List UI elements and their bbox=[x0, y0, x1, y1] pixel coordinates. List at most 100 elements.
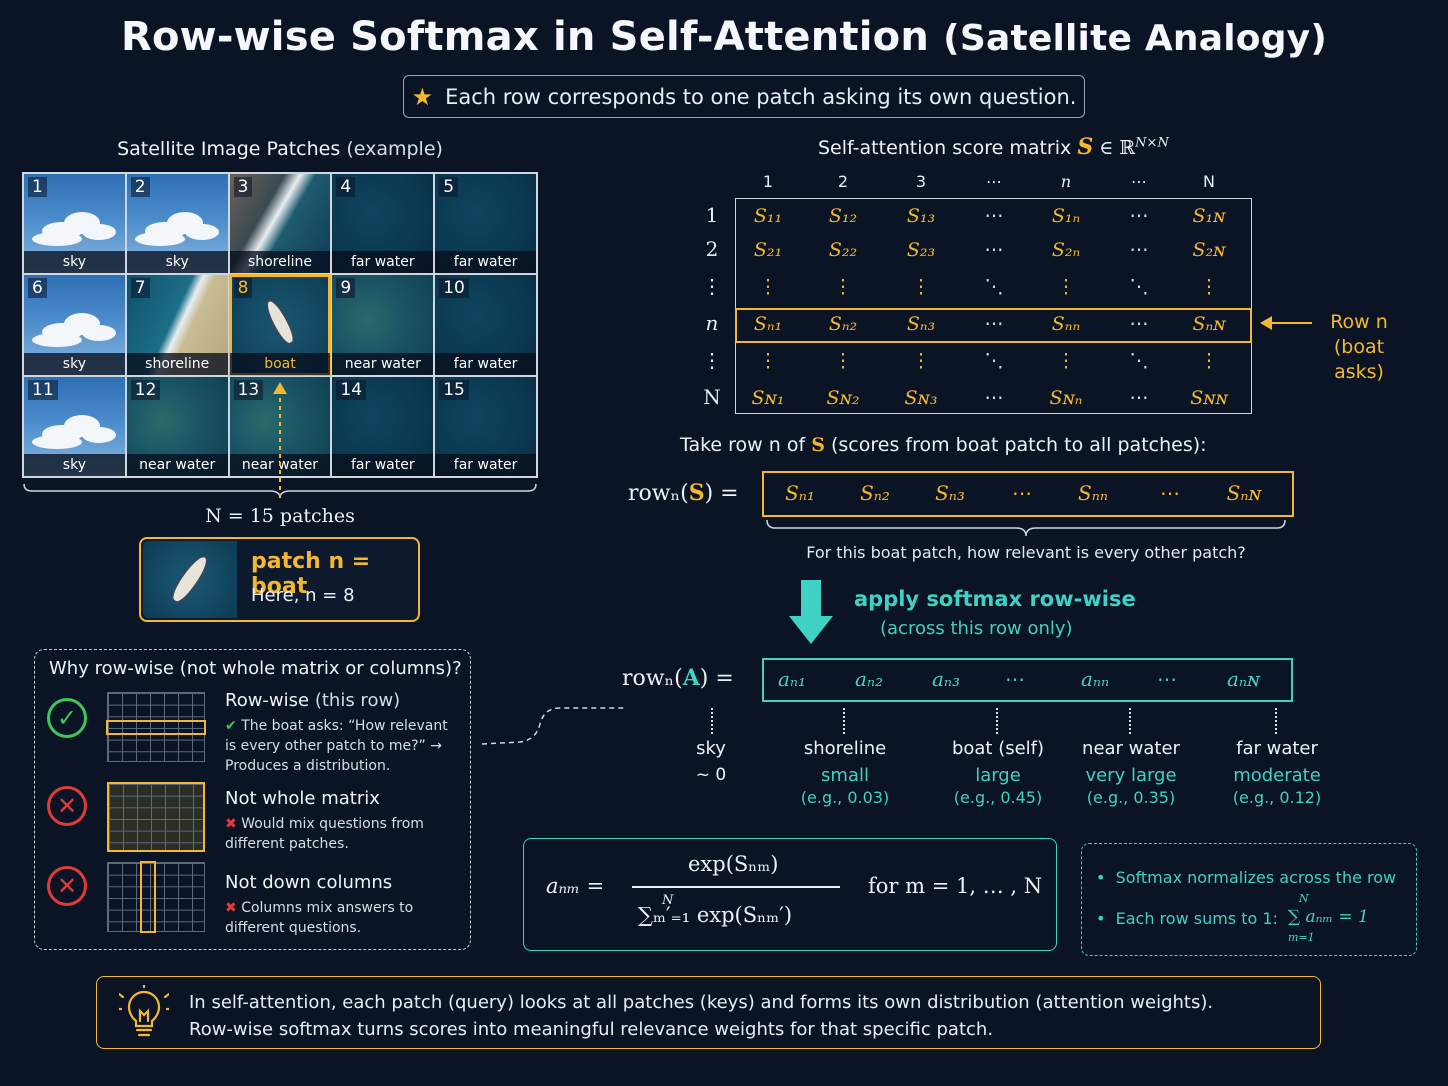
page-title: Row-wise Softmax in Self-Attention (Sate… bbox=[0, 14, 1448, 60]
outcome-pointer bbox=[843, 708, 845, 734]
row-n-label: Row n (boat asks) bbox=[1306, 310, 1412, 385]
row-n-label-2: (boat asks) bbox=[1333, 336, 1385, 383]
outcome-example: (e.g., 0.03) bbox=[800, 788, 890, 807]
row-n-label-1: Row n bbox=[1330, 311, 1388, 333]
matrix-cell: ⋮ bbox=[1056, 276, 1076, 298]
matrix-cell: ⋮ bbox=[1199, 350, 1219, 372]
outcome-example: (e.g., 0.35) bbox=[1086, 788, 1176, 807]
row-a-cell: aₙɴ bbox=[1227, 667, 1260, 691]
matrix-cell: S₂₂ bbox=[828, 239, 858, 261]
patch-label: sky bbox=[24, 454, 125, 476]
matrix-domain: ∈ ℝ bbox=[1099, 137, 1136, 159]
matrix-cell: S₁₂ bbox=[828, 205, 858, 227]
matrix-cell: Sₙɴ bbox=[1192, 313, 1226, 335]
patch-number: 14 bbox=[336, 379, 367, 400]
patch-number: 11 bbox=[28, 379, 58, 400]
matrix-cell: ⋮ bbox=[1056, 350, 1076, 372]
row-s-cell: Sₙ₃ bbox=[935, 481, 965, 505]
whole-matrix-mini-grid bbox=[107, 782, 205, 852]
patch-label: near water bbox=[126, 454, 228, 476]
row-s-cell: Sₙ₂ bbox=[860, 481, 890, 505]
formula-lhs: aₙₘ = bbox=[546, 874, 605, 898]
row-s-prefix: rowₙ( bbox=[628, 481, 689, 506]
row-s-suffix: ) = bbox=[704, 481, 739, 506]
row-s-symbol: S bbox=[688, 480, 705, 506]
cross-circle-icon: ✕ bbox=[47, 866, 87, 906]
patch-label: far water bbox=[435, 352, 536, 375]
row-a-vector bbox=[762, 658, 1293, 702]
matrix-cell: S₁ₙ bbox=[1051, 205, 1081, 227]
matrix-cell: ⋮ bbox=[758, 350, 778, 372]
patch-number: 12 bbox=[130, 379, 161, 400]
boat-icon bbox=[166, 550, 214, 608]
patches-title-note: (example) bbox=[346, 138, 443, 160]
outcome-pointer bbox=[1129, 708, 1131, 734]
matrix-cell: Sɴ₁ bbox=[751, 387, 785, 409]
outcome-example: (e.g., 0.45) bbox=[953, 788, 1043, 807]
title-paren: (Satellite Analogy) bbox=[943, 18, 1327, 59]
patch-label: near water bbox=[332, 352, 434, 375]
patch-tile: 12 near water bbox=[125, 375, 229, 477]
outcome-name: boat (self) bbox=[951, 738, 1045, 759]
patch-label: sky bbox=[24, 251, 125, 274]
matrix-cell: ⋯ bbox=[1129, 313, 1149, 335]
why-option-columns-note: ✖ Columns mix answers to different quest… bbox=[225, 898, 461, 938]
row-s-cell: ⋯ bbox=[1012, 481, 1032, 505]
patch-label: shoreline bbox=[126, 352, 228, 375]
row-highlight bbox=[106, 720, 206, 735]
boat-pointer-arrow bbox=[273, 382, 287, 498]
matrix-col-header: ⋯ bbox=[986, 172, 1002, 191]
matrix-cell: ⋱ bbox=[984, 350, 1004, 372]
patch-label: boat bbox=[229, 352, 331, 375]
patch-number: 15 bbox=[439, 379, 469, 400]
row-n-highlight bbox=[735, 308, 1252, 343]
matrix-cell: ⋱ bbox=[984, 276, 1004, 298]
matrix-row-header: ⋮ bbox=[702, 274, 722, 298]
grid-brace bbox=[23, 484, 537, 498]
why-connector bbox=[481, 707, 626, 745]
boat-thumbnail bbox=[143, 541, 237, 618]
matrix-cell: S₂ɴ bbox=[1192, 239, 1226, 261]
summary-text: In self-attention, each patch (query) lo… bbox=[189, 989, 1213, 1043]
matrix-cell: S₁ɴ bbox=[1192, 205, 1226, 227]
matrix-cell: ⋯ bbox=[984, 313, 1004, 335]
row-s-cell: Sₙₙ bbox=[1078, 481, 1108, 505]
why-option-whole-head: Not whole matrix bbox=[225, 788, 380, 809]
matrix-title: Self-attention score matrix S ∈ ℝN×N bbox=[818, 134, 1169, 160]
matrix-cell: ⋮ bbox=[911, 276, 931, 298]
cloud-shape bbox=[82, 325, 116, 342]
outcome-value: very large bbox=[1085, 765, 1177, 786]
patch-number: 9 bbox=[336, 278, 356, 299]
patch-label: sky bbox=[126, 251, 228, 274]
take-suffix: (scores from boat patch to all patches): bbox=[830, 434, 1207, 456]
outcome-value: small bbox=[821, 765, 869, 786]
star-icon: ★ bbox=[411, 82, 434, 111]
row-s-cell: Sₙɴ bbox=[1226, 481, 1262, 505]
cloud-shape bbox=[184, 224, 219, 240]
matrix-cell: Sₙ₂ bbox=[828, 313, 858, 335]
cloud-shape bbox=[82, 426, 116, 443]
patch-number: 6 bbox=[28, 278, 47, 299]
matrix-cell: S₁₃ bbox=[906, 205, 936, 227]
row-a-prefix: rowₙ( bbox=[622, 666, 683, 691]
patch-number: 3 bbox=[233, 177, 253, 197]
take-prefix: Take row n of bbox=[680, 434, 806, 456]
note-sum-expr: ∑ aₙₘ = 1 bbox=[1288, 907, 1369, 927]
outcome-value: moderate bbox=[1233, 765, 1321, 786]
matrix-row-header: 1 bbox=[705, 203, 719, 227]
outcome-name: shoreline bbox=[803, 738, 887, 759]
matrix-col-header: 2 bbox=[837, 172, 849, 191]
patch-label: far water bbox=[332, 454, 434, 476]
outcome-item: sky~ 0 bbox=[641, 738, 781, 787]
outcome-pointer bbox=[1275, 708, 1277, 734]
patch-count: N = 15 patches bbox=[205, 505, 355, 527]
whole-note-text: Would mix questions from different patch… bbox=[225, 816, 424, 852]
column-highlight bbox=[140, 861, 156, 933]
row-a-cell: aₙ₁ bbox=[778, 667, 807, 691]
outcome-example: (e.g., 0.12) bbox=[1232, 788, 1322, 807]
patch-number: 5 bbox=[439, 177, 459, 197]
boat-card-title: patch n = boat bbox=[251, 549, 371, 599]
